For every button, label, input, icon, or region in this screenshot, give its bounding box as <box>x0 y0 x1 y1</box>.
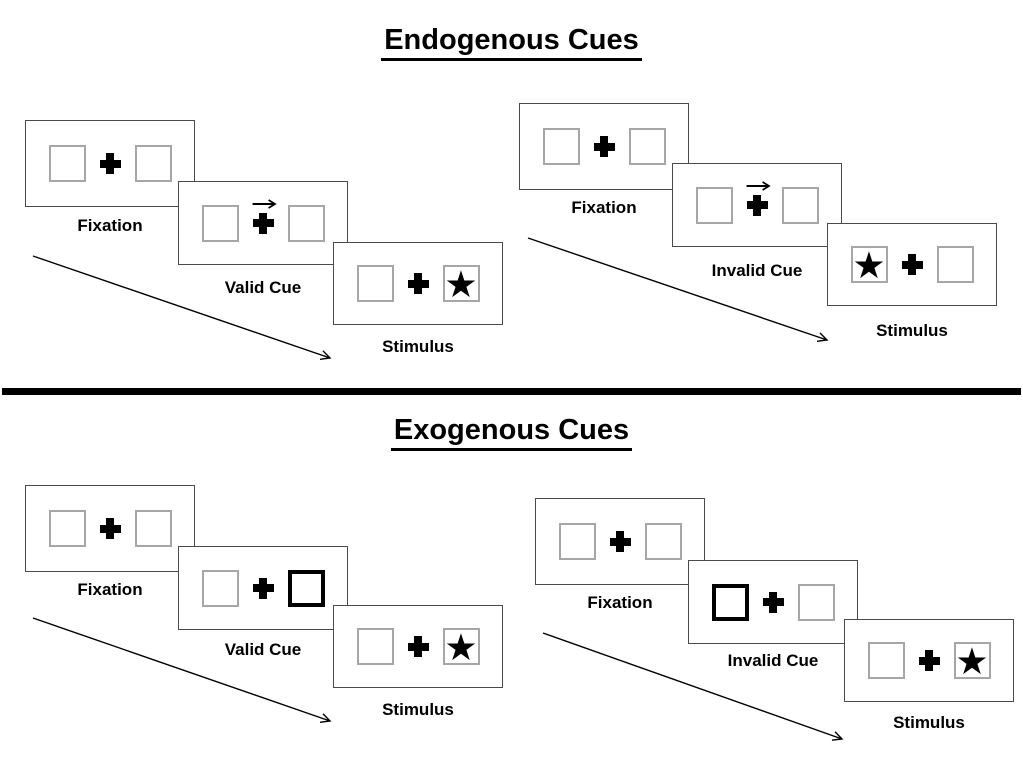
cue-panel <box>178 546 348 630</box>
fixation-panel <box>25 485 195 572</box>
right-target-box: ★ <box>953 640 991 683</box>
right-placeholder-box <box>644 523 682 560</box>
right-placeholder-box <box>781 186 819 224</box>
right-placeholder-box <box>134 510 172 547</box>
right-placeholder-box <box>797 583 835 621</box>
left-placeholder-box <box>695 186 733 224</box>
section-title-text: Exogenous Cues <box>390 414 633 451</box>
left-placeholder-box <box>356 628 394 665</box>
star-stimulus-icon: ★ <box>444 626 478 669</box>
trial-sequence-endogenous-valid: Fixation Valid Cue ★ Stimulus <box>25 120 505 370</box>
fixation-cross-icon <box>593 136 615 157</box>
left-placeholder-box <box>542 128 580 165</box>
trial-sequence-exogenous-invalid: Fixation Invalid Cue ★ Stimulus <box>535 498 1015 758</box>
trial-sequence-endogenous-invalid: Fixation Invalid Cue ★ Stimulus <box>519 103 999 353</box>
fixation-cross-icon <box>609 531 631 552</box>
panel-label-cue: Valid Cue <box>224 278 302 297</box>
fixation-cross-icon <box>901 254 923 275</box>
fixation-cross-icon <box>99 153 121 174</box>
fixation-panel <box>535 498 705 585</box>
stimulus-panel: ★ <box>844 619 1014 702</box>
fixation-panel <box>25 120 195 207</box>
sequence-arrow <box>32 255 345 368</box>
panel-label-fixation: Fixation <box>77 216 143 235</box>
right-placeholder-box <box>628 128 666 165</box>
fixation-cross-icon <box>252 577 274 599</box>
panel-label-stimulus: Stimulus <box>382 337 454 356</box>
cue-panel <box>688 560 858 644</box>
panel-label-cue: Invalid Cue <box>727 651 819 670</box>
sequence-arrow <box>32 617 345 732</box>
left-placeholder-box <box>867 642 905 679</box>
left-placeholder-box <box>558 523 596 560</box>
panel-label-stimulus: Stimulus <box>876 321 948 340</box>
fixation-panel <box>519 103 689 190</box>
panel-label-fixation: Fixation <box>77 580 143 599</box>
sequence-arrow <box>527 237 840 350</box>
left-placeholder-box <box>356 265 394 302</box>
right-arrow-icon <box>746 180 771 191</box>
fixation-cross-icon <box>918 650 940 671</box>
fixation-cross-icon <box>99 518 121 539</box>
fixation-cross-icon <box>407 273 429 294</box>
panel-label-stimulus: Stimulus <box>382 700 454 719</box>
fixation-cross-icon <box>407 636 429 657</box>
fixation-cross-icon <box>746 194 768 216</box>
star-stimulus-icon: ★ <box>852 244 886 287</box>
star-stimulus-icon: ★ <box>444 263 478 306</box>
right-arrow-icon <box>252 198 277 209</box>
panel-label-cue: Invalid Cue <box>711 261 803 280</box>
cue-panel <box>178 181 348 265</box>
section-title-exogenous: Exogenous Cues <box>0 414 1023 451</box>
right-target-box: ★ <box>442 263 480 306</box>
stimulus-panel: ★ <box>333 242 503 325</box>
stimulus-panel: ★ <box>827 223 997 306</box>
right-placeholder-box <box>287 204 325 242</box>
trial-sequence-exogenous-valid: Fixation Valid Cue ★ Stimulus <box>25 485 505 735</box>
panel-label-stimulus: Stimulus <box>893 713 965 732</box>
section-title-endogenous: Endogenous Cues <box>0 24 1023 61</box>
stimulus-panel: ★ <box>333 605 503 688</box>
fixation-cross-icon <box>252 212 274 234</box>
section-divider <box>2 388 1021 395</box>
right-target-box: ★ <box>442 626 480 669</box>
left-target-box: ★ <box>850 244 888 287</box>
cue-panel <box>672 163 842 247</box>
right-placeholder-box <box>936 246 974 283</box>
left-placeholder-box <box>201 204 239 242</box>
star-stimulus-icon: ★ <box>955 640 989 683</box>
left-placeholder-box <box>48 510 86 547</box>
panel-label-fixation: Fixation <box>571 198 637 217</box>
panel-label-fixation: Fixation <box>587 593 653 612</box>
fixation-cross-icon <box>762 591 784 613</box>
sequence-arrow <box>542 632 855 750</box>
left-placeholder-box <box>48 145 86 182</box>
right-placeholder-box <box>134 145 172 182</box>
panel-label-cue: Valid Cue <box>224 640 302 659</box>
right-cued-box <box>287 569 325 607</box>
left-cued-box <box>711 583 749 621</box>
left-placeholder-box <box>201 569 239 607</box>
section-title-text: Endogenous Cues <box>381 24 642 61</box>
